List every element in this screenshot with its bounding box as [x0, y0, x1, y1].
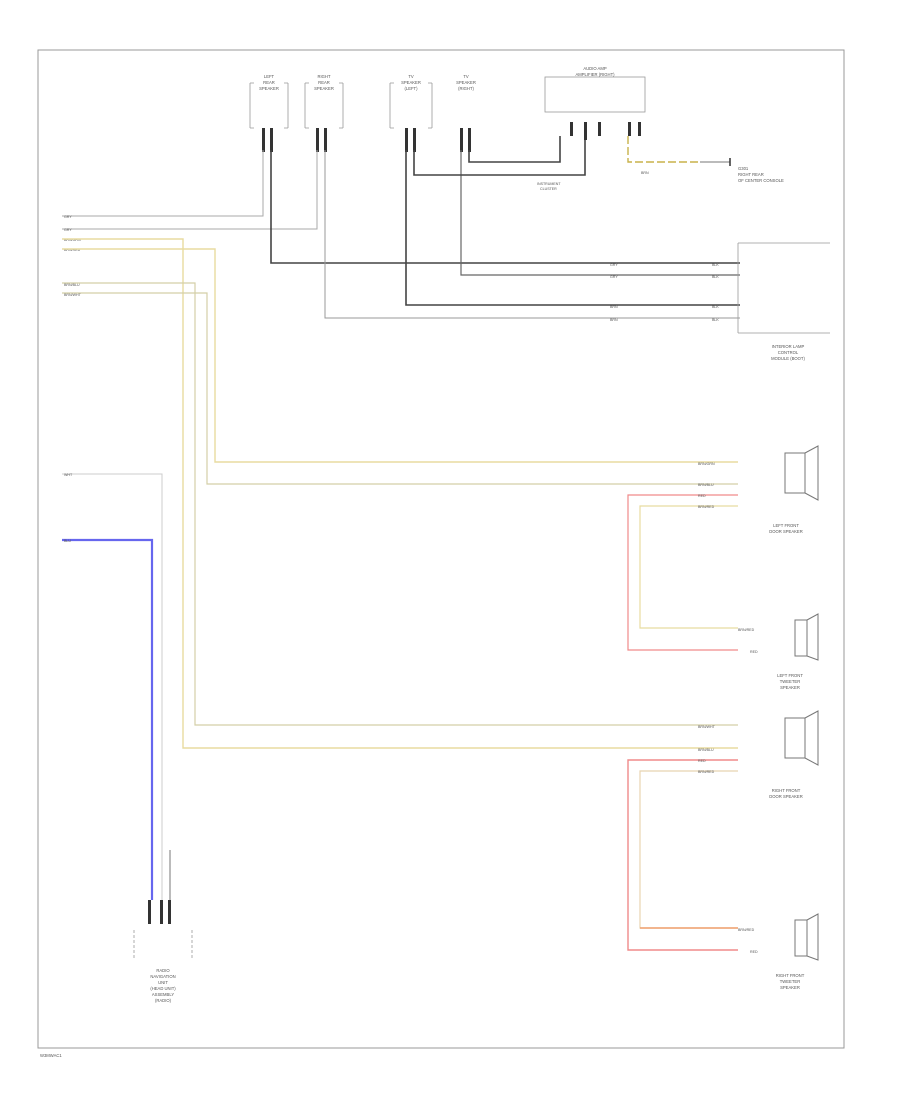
label-rf-tweeter-1: RIGHT FRONT — [776, 973, 805, 978]
amp-tag-6: BLK — [712, 305, 719, 309]
label-instrument-cluster-1: INSTRUMENT — [537, 182, 561, 186]
wires-white-blue: WHT BLU — [62, 473, 171, 900]
amp-tag-2: BLK — [712, 263, 719, 267]
component-right-rear-speaker: RIGHT REAR SPEAKER — [304, 74, 344, 129]
module-wire-tags: GRY BLK GRY BLK BRN BLK BRN BLK — [610, 263, 719, 322]
left-label-3: BRN/GRN — [64, 238, 81, 242]
label-rf-tweeter-2: TWEETER — [780, 979, 800, 984]
rf-tw-tag-2: RED — [750, 950, 758, 954]
lf-tag-1: BRN/GRN — [698, 462, 715, 466]
component-tv-speaker-right: TV SPEAKER (RIGHT) — [456, 74, 476, 91]
label-right-rear-speaker-1: RIGHT — [317, 74, 330, 79]
left-label-6: BRN/WHT — [64, 293, 82, 297]
label-audio-amp-1: AUDIO AMP — [583, 66, 606, 71]
wires-left-front — [627, 494, 738, 651]
label-tv-left-1: TV — [408, 74, 414, 79]
component-radio-head-unit: RADIO NAVIGATION UNIT (HEAD UNIT) ASSEMB… — [133, 900, 193, 1003]
rf-tag-4: BRN/RED — [698, 770, 715, 774]
wires-speaker-yellow — [62, 238, 738, 749]
component-left-rear-speaker: LEFT REAR SPEAKER — [249, 74, 289, 129]
ground-wire-tag: BRN — [641, 171, 649, 175]
label-lf-door-1: LEFT FRONT — [773, 523, 799, 528]
label-radio-1: RADIO — [156, 968, 170, 973]
left-label-2: GRY — [64, 228, 72, 232]
label-right-rear-speaker-2: REAR — [318, 80, 330, 85]
label-radio-3: UNIT — [158, 980, 168, 985]
amp-tag-1: GRY — [610, 263, 618, 267]
label-ground-1: G301 — [738, 166, 749, 171]
wires-grey-top — [62, 150, 318, 230]
label-rf-door-1: RIGHT FRONT — [772, 788, 801, 793]
amp-tag-3: GRY — [610, 275, 618, 279]
label-tv-left-2: SPEAKER — [401, 80, 421, 85]
amp-tag-8: BLK — [712, 318, 719, 322]
component-left-front-tweeter: BRN/RED RED LEFT FRONT TWEETER SPEAKER — [738, 613, 819, 690]
label-lamp-2: CONTROL — [778, 350, 799, 355]
label-tv-right-3: (RIGHT) — [458, 86, 474, 91]
left-label-1: GRY — [64, 215, 72, 219]
label-lf-door-2: DOOR SPEAKER — [769, 529, 803, 534]
label-rf-tweeter-3: SPEAKER — [780, 985, 800, 990]
label-lf-tweeter-2: TWEETER — [780, 679, 800, 684]
rf-tag-2: BRN/BLU — [698, 748, 714, 752]
diagram-border — [37, 49, 845, 1049]
rf-tw-tag-1: BRN/RED — [738, 928, 755, 932]
label-lamp-1: INTERIOR LAMP — [772, 344, 805, 349]
footer-code: W3MWAC1 — [40, 1053, 62, 1058]
ground-g301: BRN G301 RIGHT REAR OF CENTER CONSOLE — [627, 136, 784, 183]
label-left-rear-speaker-1: LEFT — [264, 74, 275, 79]
top-connector-pins — [262, 122, 641, 152]
wires-right-front — [627, 759, 738, 951]
label-left-rear-speaker-2: REAR — [263, 80, 275, 85]
lf-tag-4: BRN/RED — [698, 505, 715, 509]
label-lamp-3: MODULE (BOOT) — [771, 356, 805, 361]
component-interior-lamp-control: INTERIOR LAMP CONTROL MODULE (BOOT) — [737, 242, 830, 361]
label-tv-right-2: SPEAKER — [456, 80, 476, 85]
component-tv-speaker-left: TV SPEAKER (LEFT) — [389, 74, 433, 129]
lf-tag-2: BRN/BLU — [698, 483, 714, 487]
label-white-wire: WHT — [64, 473, 73, 477]
lf-tw-tag-1: BRN/RED — [738, 628, 755, 632]
rf-tag-1: BRN/WHT — [698, 725, 716, 729]
label-ground-3: OF CENTER CONSOLE — [738, 178, 784, 183]
component-right-front-door-speaker: RIGHT FRONT DOOR SPEAKER — [769, 710, 819, 799]
label-instrument-cluster-2: CLUSTER — [540, 187, 557, 191]
lf-tw-tag-2: RED — [750, 650, 758, 654]
wires-dark-to-module — [270, 136, 740, 319]
label-radio-2: NAVIGATION — [150, 974, 175, 979]
label-lf-tweeter-1: LEFT FRONT — [777, 673, 803, 678]
label-radio-5: ASSEMBLY — [152, 992, 174, 997]
label-ground-2: RIGHT REAR — [738, 172, 764, 177]
label-radio-6: (RADIO) — [155, 998, 172, 1003]
label-rf-door-2: DOOR SPEAKER — [769, 794, 803, 799]
label-left-rear-speaker-3: SPEAKER — [259, 86, 279, 91]
component-right-front-tweeter: BRN/RED RED RIGHT FRONT TWEETER SPEAKER — [738, 913, 819, 990]
left-label-5: BRN/BLU — [64, 283, 80, 287]
amp-tag-4: BLK — [712, 275, 719, 279]
lf-tag-3: RED — [698, 494, 706, 498]
label-radio-4: (HEAD UNIT) — [150, 986, 176, 991]
lf-door-tags: BRN/GRN BRN/BLU RED BRN/RED — [698, 462, 715, 509]
component-left-front-door-speaker: LEFT FRONT DOOR SPEAKER — [769, 445, 819, 534]
label-tv-left-3: (LEFT) — [404, 86, 418, 91]
label-right-rear-speaker-3: SPEAKER — [314, 86, 334, 91]
amp-tag-5: BRN — [610, 305, 618, 309]
component-audio-amplifier: AUDIO AMP AMPLIFIER (RIGHT) — [544, 66, 646, 113]
amp-tag-7: BRN — [610, 318, 618, 322]
rf-door-tags: BRN/WHT BRN/BLU RED BRN/RED — [698, 725, 716, 774]
left-label-4: BRN/RED — [64, 248, 81, 252]
left-wire-labels: GRY GRY BRN/GRN BRN/RED BRN/BLU BRN/WHT — [64, 215, 82, 297]
label-tv-right-1: TV — [463, 74, 469, 79]
label-audio-amp-2: AMPLIFIER (RIGHT) — [575, 72, 615, 77]
label-lf-tweeter-3: SPEAKER — [780, 685, 800, 690]
label-blue-wire: BLU — [64, 539, 71, 543]
rf-tag-3: RED — [698, 759, 706, 763]
